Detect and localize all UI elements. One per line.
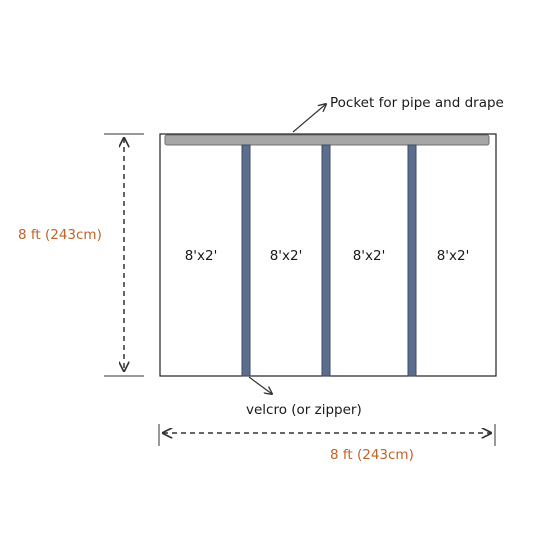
velcro-callout-arrow — [248, 376, 272, 394]
panel-label-1: 8'x2' — [185, 248, 218, 264]
pocket-callout-arrow — [292, 104, 326, 133]
panel-label-4: 8'x2' — [437, 248, 470, 264]
height-label: 8 ft (243cm) — [18, 227, 102, 243]
panel-label-3: 8'x2' — [353, 248, 386, 264]
width-label: 8 ft (243cm) — [330, 447, 414, 463]
seam-2 — [321, 144, 331, 377]
pocket-label: Pocket for pipe and drape — [330, 95, 504, 111]
panel-label-2: 8'x2' — [270, 248, 303, 264]
pipe-pocket — [164, 134, 490, 146]
seam-3 — [407, 144, 417, 377]
velcro-label: velcro (or zipper) — [246, 402, 362, 418]
seam-1 — [241, 144, 251, 377]
